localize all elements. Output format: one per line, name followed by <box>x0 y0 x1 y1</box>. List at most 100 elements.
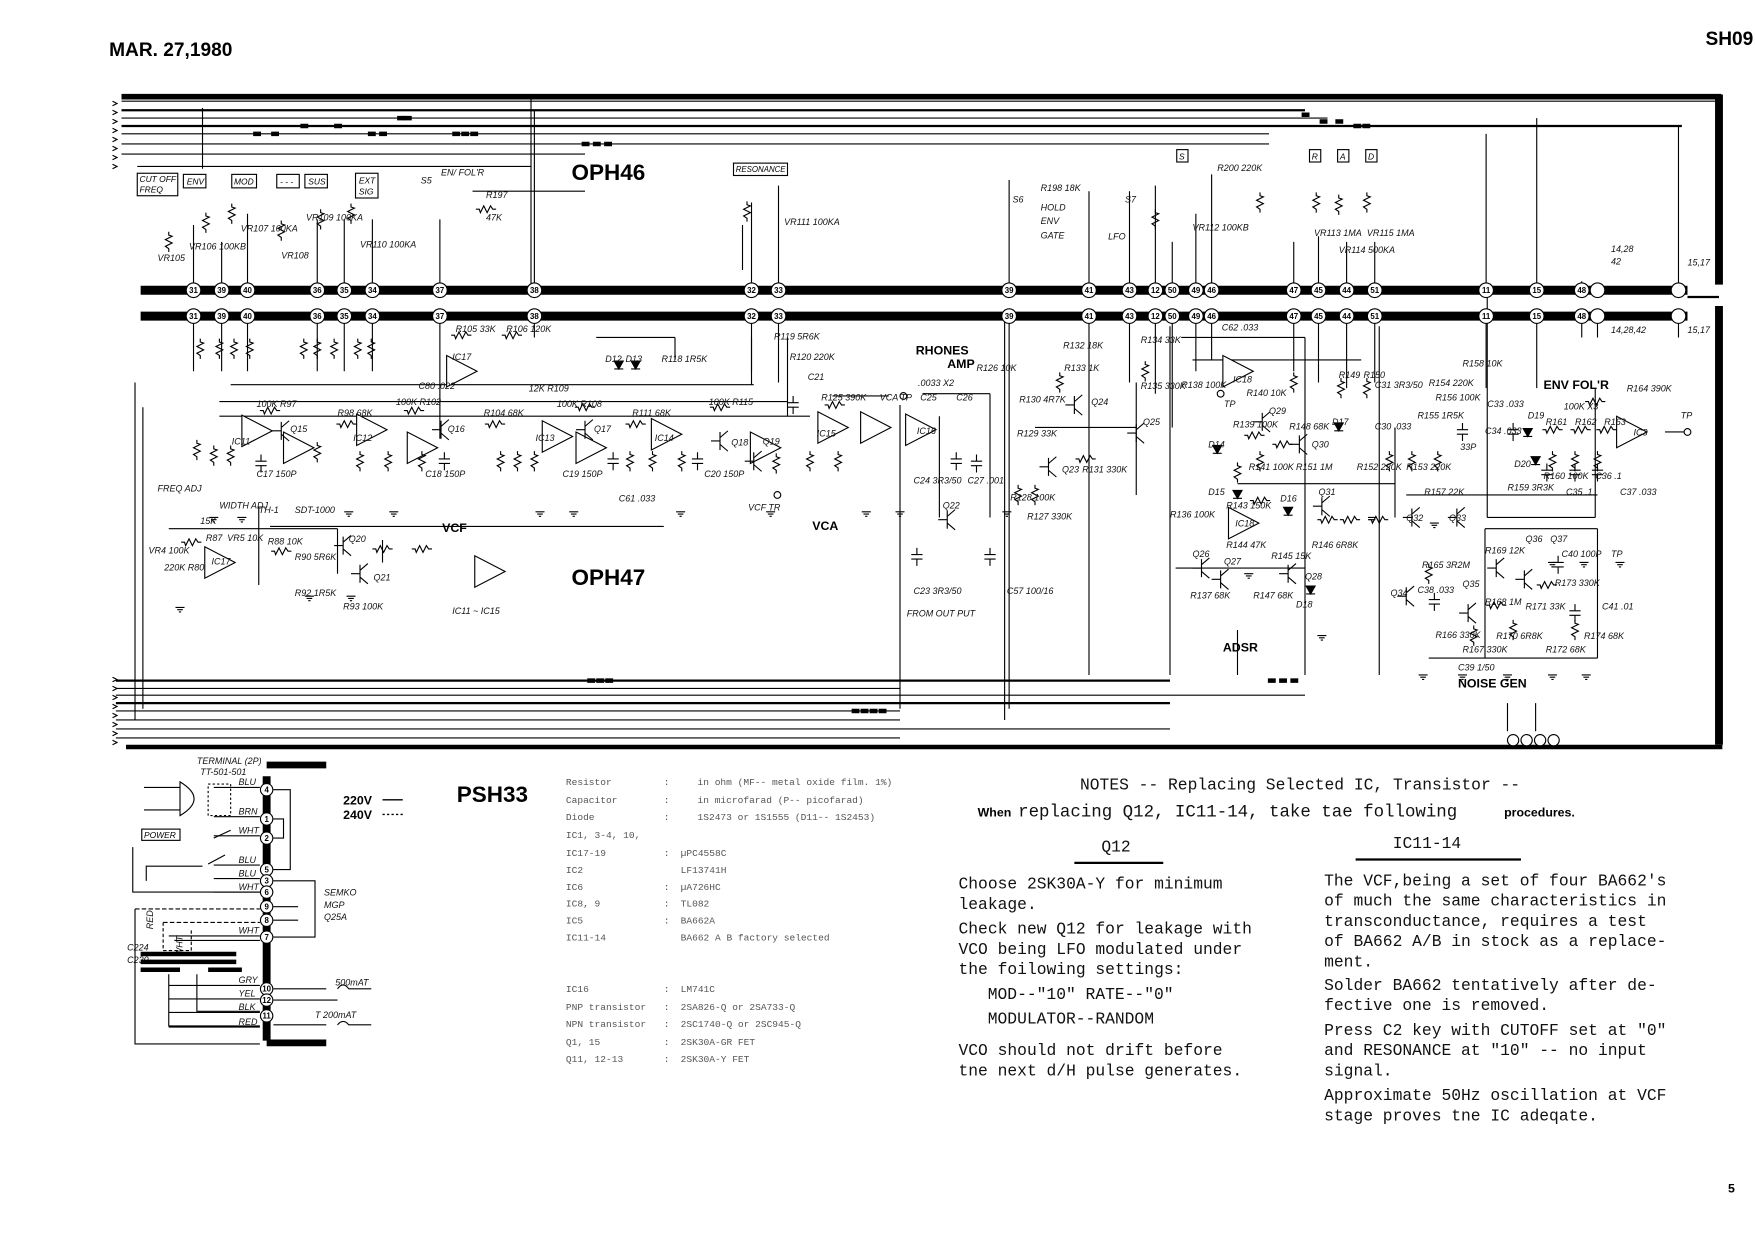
op-amp-symbol <box>1222 354 1255 388</box>
resistor-symbol <box>677 451 687 472</box>
wire <box>132 829 260 893</box>
resistor-symbol <box>484 419 506 429</box>
component-label: 220K R80 <box>163 562 204 572</box>
resistor-symbol <box>403 405 425 416</box>
q12-note-line: VCO being LFO modulated under <box>958 940 1242 959</box>
component-label: R130 4R7K <box>1019 395 1066 405</box>
component-label: Q29 <box>1269 406 1286 416</box>
component-label: C57 100/16 <box>1007 586 1053 596</box>
capacitor-symbol <box>1507 422 1519 441</box>
resistor-symbol <box>709 402 731 413</box>
notes-block: NOTES -- Replacing Selected IC, Transist… <box>958 776 1666 1126</box>
connector-pin <box>1589 308 1606 324</box>
ic-note-line: and RESONANCE at "10" -- no input <box>1324 1041 1647 1060</box>
resistor-symbol <box>824 400 845 410</box>
component-label: 33P <box>1460 442 1476 452</box>
wire-color-label: BRN <box>239 806 258 816</box>
resistor-symbol <box>336 419 357 429</box>
component-label: C30 .033 <box>1375 422 1411 432</box>
component-label: R172 68K <box>1546 644 1587 654</box>
panel-label-a: A <box>1339 152 1346 162</box>
component-label: R127 330K <box>1027 512 1073 522</box>
component-label: 100K R97 <box>257 399 298 409</box>
wire-color-label: WHT <box>239 882 261 892</box>
legend-240v: 240V <box>343 808 373 822</box>
connector-pin-number: 33 <box>774 312 783 321</box>
component-label: R133 1K <box>1064 363 1100 373</box>
connector-pin-number: 36 <box>313 286 322 295</box>
connector-pin <box>1338 308 1355 324</box>
connector-pin-number: 50 <box>1168 312 1177 321</box>
wire-label-wht-vertical: WHT <box>174 934 184 956</box>
component-label: IC18 <box>1235 518 1254 528</box>
panel-label-cutoff-2: FREQ <box>140 184 164 194</box>
terminal-pin-number: 11 <box>262 1012 271 1021</box>
wire-color-label: BLU <box>239 855 257 865</box>
resistor-symbol <box>1055 372 1065 393</box>
bus-arrow-icon <box>112 703 119 710</box>
connector-pin-number: 11 <box>1482 286 1491 295</box>
q12-note-line: Choose 2SK30A-Y for minimum <box>958 875 1222 894</box>
component-label: R88 10K <box>268 536 304 546</box>
component-label: C31 3R3/50 <box>1375 380 1423 390</box>
component-label: R151 1M <box>1296 462 1333 472</box>
connector-pin <box>309 308 326 324</box>
component-label: R104 68K <box>484 408 525 418</box>
component-symbols <box>112 100 1692 747</box>
component-label: R92 1R5K <box>295 588 337 598</box>
resistor-symbol <box>299 338 309 359</box>
terminal-pin-number: 10 <box>262 985 271 994</box>
component-label: R136 100K <box>1170 509 1216 519</box>
resistor-symbol <box>451 330 472 341</box>
board-title-psh33: PSH33 <box>457 782 528 807</box>
op-amp-symbol <box>541 419 574 454</box>
ground-icon <box>1429 522 1439 529</box>
ic-note-line: Solder BA662 tentatively after de- <box>1324 976 1657 995</box>
capacitor-symbol <box>607 452 619 471</box>
resistor-symbol <box>625 419 646 429</box>
bus-arrow-icon <box>112 730 119 737</box>
component-label: 14,28 <box>1611 244 1633 254</box>
capacitor-symbol <box>970 454 983 473</box>
component-label: R106 120K <box>506 324 552 334</box>
component-label: R149 <box>1339 370 1360 380</box>
wire <box>273 880 316 938</box>
board-title-oph47: OPH47 <box>572 565 646 590</box>
ground-icon <box>346 595 356 602</box>
sheet-id: SH09 <box>1705 29 1753 50</box>
component-label: VR108 <box>281 251 308 261</box>
connector-pin <box>185 282 202 299</box>
bus-marker <box>403 115 412 121</box>
connector-pin <box>213 282 230 299</box>
component-label: C38 .033 <box>1417 585 1453 595</box>
resistor-symbol <box>1585 396 1606 407</box>
ground-icon <box>1418 674 1428 681</box>
component-label: C35 .1 <box>1566 487 1592 497</box>
parts-list-label: IC5 <box>566 916 583 927</box>
connector-pin <box>1366 282 1383 299</box>
bus-marker <box>461 131 470 137</box>
component-label: R98 68K <box>338 408 374 418</box>
resistor-symbol <box>1542 425 1563 435</box>
connector-pin <box>1164 282 1181 299</box>
parts-list-value: LM741C <box>681 984 716 995</box>
transistor-symbol <box>938 509 956 531</box>
component-label: R140 10K <box>1246 388 1287 398</box>
connector-pin-number: 41 <box>1085 312 1094 321</box>
test-point <box>899 392 908 400</box>
connector-pin-number: 12 <box>1151 286 1160 295</box>
connector-pin <box>743 282 760 299</box>
component-label: Q37 <box>1550 534 1568 544</box>
panel-label-env: ENV <box>187 176 206 186</box>
component-label: Q23 <box>1062 464 1079 474</box>
component-label: 47K <box>486 212 503 222</box>
tap-label-2: C230 <box>127 955 148 965</box>
component-label: R164 390K <box>1627 383 1673 393</box>
ground-icon <box>676 511 686 517</box>
ic-note-line: The VCF,being a set of four BA662's <box>1324 871 1666 890</box>
resistor-symbol <box>226 445 236 466</box>
connector-pin-number: 49 <box>1191 286 1200 295</box>
bus-arrow-icon <box>112 676 119 683</box>
connector-pin <box>336 282 353 299</box>
